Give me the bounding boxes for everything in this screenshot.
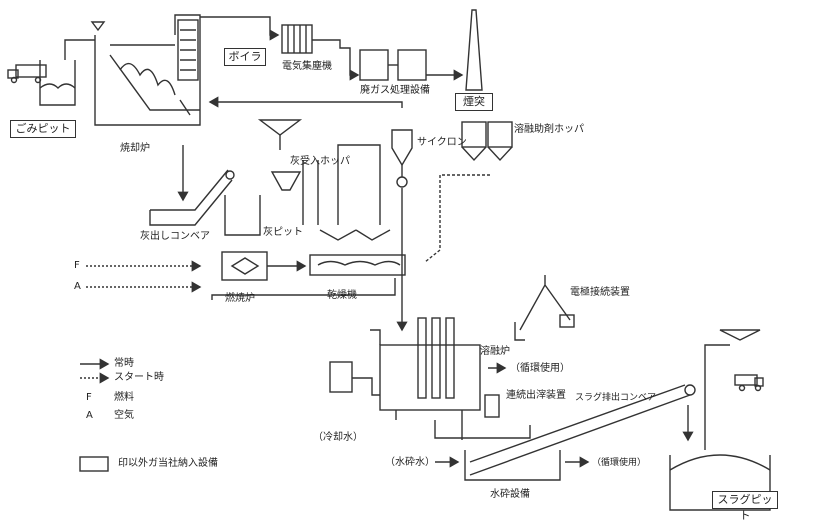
gomi-pit-label: ごみピット — [10, 120, 76, 138]
slag-pit-label: スラグピット — [712, 491, 778, 522]
electrode-label: 電極接続装置 — [570, 287, 630, 298]
legend-box-shape — [79, 456, 109, 472]
boiler-label: ボイラ — [224, 48, 266, 66]
granulation-label: 水砕設備 — [490, 489, 530, 500]
dryer-duct — [302, 160, 319, 225]
dryer-duct-2 — [337, 144, 381, 225]
slag-crane-icon — [719, 329, 761, 341]
boiler-tubes — [177, 19, 199, 81]
cooling-water-label: （冷却水） — [313, 432, 363, 443]
ash-hopper-label: 灰受入ホッパ — [290, 156, 350, 167]
slag-conveyor-label: スラグ排出コンベア — [575, 393, 657, 403]
ash-pit-label: 灰ピット — [263, 227, 303, 238]
cooling-unit-shape — [329, 361, 380, 396]
recycle-label-1: （循環使用） — [510, 363, 570, 374]
melting-furnace-shape — [370, 317, 481, 411]
chimney-shape — [465, 9, 483, 91]
dryer-feed — [319, 229, 391, 241]
legend-normal: 常時 — [114, 358, 134, 369]
legend-f-text: 燃料 — [114, 392, 134, 403]
ash-conveyor-shape — [149, 169, 235, 226]
melting-furnace-label: 溶融炉 — [480, 346, 510, 357]
burner-shape — [221, 251, 268, 281]
gas-treatment-shape — [359, 49, 427, 81]
esp-to-gas — [312, 39, 360, 81]
melt-hopper-label: 溶融助剤ホッパ — [514, 124, 584, 135]
ash-pit-shape — [224, 195, 261, 236]
return-line — [208, 96, 403, 108]
granulation-trough-shape — [464, 384, 696, 481]
electrode-device-shape — [514, 275, 575, 341]
gomi-pit-shape — [39, 60, 76, 106]
esp-shape — [281, 24, 313, 54]
fuel-in-label: F — [74, 260, 80, 271]
water-drop — [395, 410, 463, 440]
incinerator-label: 焼却炉 — [120, 143, 150, 154]
slag-lift — [704, 344, 730, 450]
gas-treatment-label: 廃ガス処理設備 — [360, 85, 430, 96]
legend-box-text: 印以外ガ当社納入設備 — [118, 458, 218, 469]
slag-pit-shape — [669, 454, 771, 511]
air-in-label: A — [74, 281, 81, 292]
ash-hopper-shape — [257, 119, 303, 191]
crane-icon — [90, 21, 106, 32]
tapping-device-label: 連続出滓装置 — [506, 390, 566, 401]
dryer-shape — [309, 254, 406, 276]
chimney-label: 煙突 — [455, 93, 493, 111]
cyclone-label: サイクロン — [417, 137, 467, 148]
burner-label: 燃焼炉 — [225, 293, 255, 304]
cyclone-shape — [391, 129, 413, 188]
dryer-return — [211, 278, 396, 300]
melt-hopper-shape — [461, 121, 513, 162]
incinerator-shape — [94, 14, 201, 126]
granulation-water-label: （水砕水） — [385, 457, 435, 468]
flue-to-esp — [200, 16, 280, 41]
legend-startup: スタート時 — [114, 372, 164, 383]
crane-line — [64, 39, 95, 60]
melt-aid-feed — [424, 174, 490, 263]
recycle-label-2: （循環使用） — [592, 458, 647, 468]
dryer-label: 乾燥機 — [327, 290, 357, 301]
legend-a-key: A — [86, 410, 93, 421]
ash-conveyor-label: 灰出しコンベア — [140, 231, 210, 242]
water-loop — [434, 420, 531, 439]
esp-label: 電気集塵機 — [282, 61, 332, 72]
legend-f-key: F — [86, 392, 92, 403]
tapping-device-shape — [484, 394, 500, 418]
legend-a-text: 空気 — [114, 410, 134, 421]
slag-truck-icon — [734, 374, 764, 392]
